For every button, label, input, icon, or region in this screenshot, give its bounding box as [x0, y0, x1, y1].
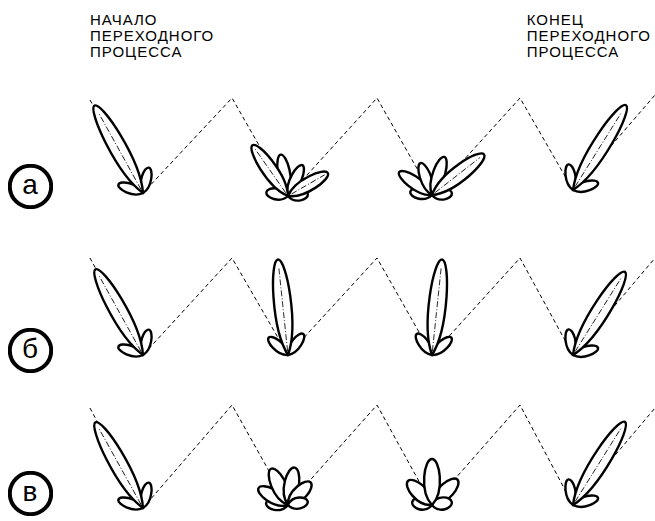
pattern-lobe — [424, 459, 440, 505]
pattern-lobe — [88, 418, 150, 512]
lobe-outline — [285, 167, 332, 202]
lobe-axis — [99, 276, 141, 351]
pattern-lobe — [87, 101, 150, 197]
lobe-axis — [99, 429, 141, 504]
zigzag-line — [90, 95, 655, 196]
lobe-axis — [432, 267, 441, 351]
lobe-outline — [88, 418, 150, 512]
pattern-lobe — [566, 417, 632, 509]
lobe-outline — [287, 496, 309, 510]
zigzag-line — [90, 258, 655, 355]
pattern-lobe — [566, 101, 633, 195]
row-letter-circle: в — [8, 471, 53, 516]
heading-text: КОНЕЦ ПЕРЕХОДНОГО ПРОЦЕССА — [527, 12, 651, 60]
row-letter-circle: б — [8, 328, 53, 373]
lobe-axis — [435, 158, 480, 193]
pattern-lobe — [566, 267, 632, 359]
lobe-outline — [566, 417, 632, 509]
pattern-lobe — [269, 259, 296, 356]
lobe-outline — [566, 101, 633, 195]
zigzag-line — [90, 405, 655, 508]
lobe-outline — [283, 478, 315, 510]
pattern-lobe — [427, 148, 489, 201]
row-letter: б — [8, 328, 53, 373]
lobe-axis — [98, 113, 141, 190]
lobe-axis — [575, 429, 621, 502]
lobe-outline — [566, 267, 632, 359]
lobe-outline — [269, 259, 296, 356]
lobe-outline — [424, 259, 451, 356]
lobe-axis — [575, 279, 621, 352]
lobe-outline — [427, 148, 489, 201]
lobe-axis — [291, 175, 324, 194]
row-letter: в — [8, 471, 53, 516]
lobe-outline — [246, 141, 294, 200]
pattern-lobe — [287, 496, 309, 510]
lobe-axis — [279, 267, 288, 351]
row-letter-circle: а — [8, 164, 53, 209]
pattern-lobe — [285, 167, 332, 202]
heading-text: НАЧАЛО ПЕРЕХОДНОГО ПРОЦЕССА — [90, 12, 214, 60]
lobe-outline — [87, 101, 150, 197]
pattern-lobe — [424, 259, 451, 356]
lobe-outline — [424, 459, 440, 505]
lobe-axis — [575, 112, 622, 187]
pattern-lobe — [246, 141, 294, 200]
pattern-lobe — [88, 265, 150, 359]
lobe-outline — [88, 265, 150, 359]
row-letter: а — [8, 164, 53, 209]
pattern-lobe — [283, 478, 315, 510]
lobe-axis — [255, 149, 285, 192]
